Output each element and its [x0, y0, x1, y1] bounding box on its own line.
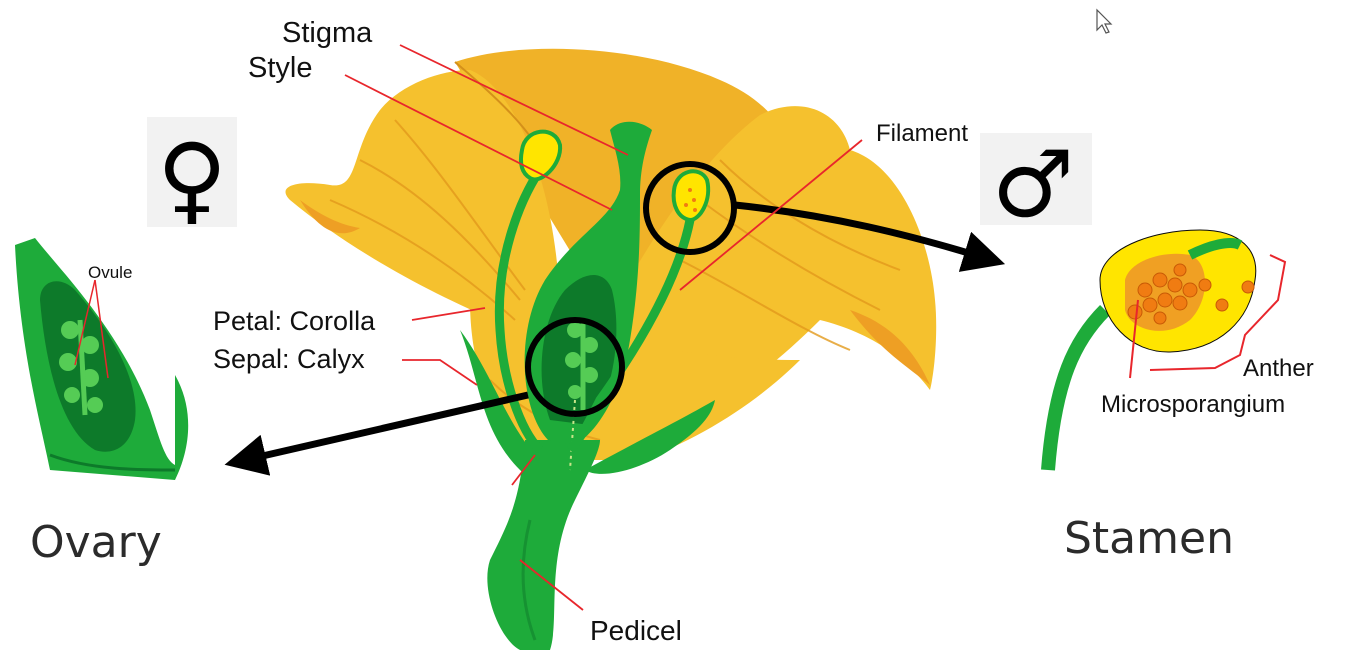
label-sepal: Sepal: Calyx: [213, 344, 365, 374]
label-pedicel: Pedicel: [590, 615, 682, 646]
label-filament: Filament: [876, 120, 968, 147]
male-symbol-icon: ♂: [992, 131, 1074, 238]
female-symbol-icon: ♀: [157, 123, 227, 235]
main-flower: [286, 49, 937, 650]
label-ovary-title: Ovary: [30, 517, 162, 568]
pedicel-stem: [487, 440, 600, 650]
stamen-right-anther: [674, 171, 709, 220]
stamen-detail: [1048, 230, 1285, 470]
arrow-to-ovary-icon: [245, 395, 528, 460]
sepal-leader: [402, 360, 477, 385]
label-stigma: Stigma: [282, 17, 373, 49]
label-petal: Petal: Corolla: [213, 306, 376, 336]
cursor-icon: [1097, 10, 1111, 33]
label-ovule: Ovule: [88, 263, 132, 282]
label-microsporangium: Microsporangium: [1101, 391, 1285, 418]
stamen-detail-filament: [1048, 310, 1105, 470]
label-style: Style: [248, 52, 312, 84]
label-anther: Anther: [1243, 355, 1314, 382]
label-stamen-title: Stamen: [1064, 513, 1234, 564]
